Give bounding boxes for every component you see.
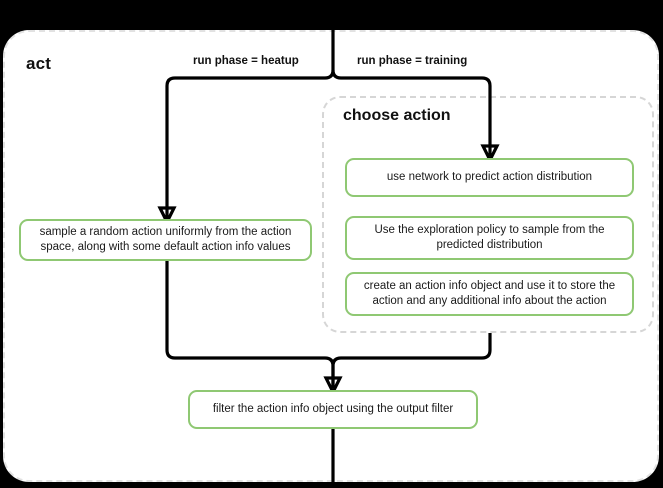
act-title: act (26, 54, 52, 73)
edge-label-training: run phase = training (354, 55, 471, 67)
node-sample-random-action[interactable]: sample a random action uniformly from th… (19, 219, 312, 261)
edge-label-heatup: run phase = heatup (190, 55, 302, 67)
node-use-network-predict[interactable]: use network to predict action distributi… (345, 158, 634, 197)
choose-action-title: choose action (343, 107, 451, 124)
node-filter-output[interactable]: filter the action info object using the … (188, 390, 478, 429)
node-create-action-info[interactable]: create an action info object and use it … (345, 272, 634, 316)
node-exploration-policy[interactable]: Use the exploration policy to sample fro… (345, 216, 634, 260)
